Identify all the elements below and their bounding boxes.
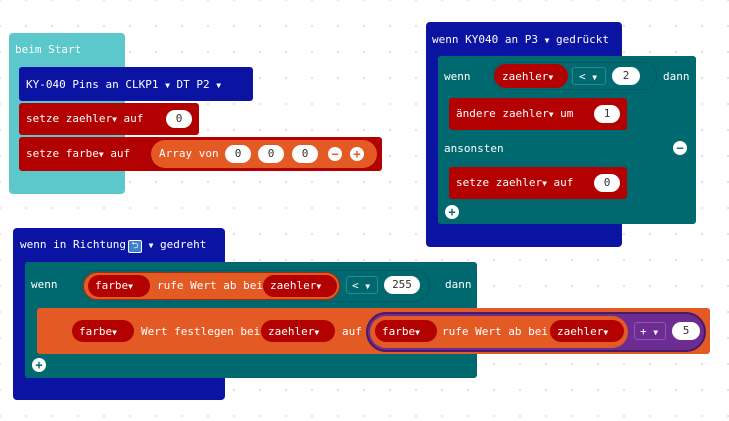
set-else-value[interactable]: 0 xyxy=(594,174,620,192)
array-remove-icon[interactable]: − xyxy=(328,147,342,161)
on-start-title: beim Start xyxy=(15,43,82,56)
direction-title-text: wenn in Richtung xyxy=(20,238,126,251)
add-else-icon[interactable]: + xyxy=(32,358,46,372)
inner-zaehler-dropdown-icon[interactable]: ▼ xyxy=(603,328,609,337)
array-value-3[interactable]: 0 xyxy=(292,145,318,163)
if-label: wenn xyxy=(444,70,471,83)
auf-label-2: auf xyxy=(342,325,362,338)
remove-else-icon[interactable]: − xyxy=(673,141,687,155)
inner-farbe-label: farbe▼ xyxy=(382,325,420,340)
direction-dropdown-icon[interactable]: ▼ xyxy=(148,241,154,250)
set-farbe-text: setze farbe xyxy=(26,147,99,160)
set-farbe-label: setze farbe▼ auf xyxy=(26,147,130,162)
add-branch-icon[interactable]: + xyxy=(445,205,459,219)
set-zaehler-label: setze zaehler▼ auf xyxy=(26,112,143,127)
pins-label-text: KY-040 Pins an CLKP1 xyxy=(26,78,159,91)
farbe-var[interactable] xyxy=(88,275,150,297)
farbe-var-dropdown-icon[interactable]: ▼ xyxy=(128,282,133,291)
zaehler-var[interactable] xyxy=(494,64,568,88)
if-label-2: wenn xyxy=(31,278,58,291)
farbe-var-label: farbe▼ xyxy=(95,279,133,294)
farbe-var-text: farbe xyxy=(95,279,129,292)
auf-label: auf xyxy=(123,112,144,125)
op-label: < ▼ xyxy=(579,70,597,85)
direction-title: wenn in Richtung⮌ ▼ gedreht xyxy=(20,238,206,253)
op-dropdown[interactable] xyxy=(572,67,606,85)
var-dropdown-icon[interactable]: ▼ xyxy=(548,73,554,82)
um-label: um xyxy=(560,107,574,120)
plus-value[interactable]: 5 xyxy=(672,322,700,340)
set-zaehler-text: setze zaehler xyxy=(26,112,113,125)
zaehler-var-2-text: zaehler xyxy=(270,279,317,292)
inner-zaehler-text: zaehler xyxy=(557,325,604,338)
array-label: Array von xyxy=(159,147,219,160)
compare-value[interactable]: 2 xyxy=(612,67,640,85)
dt-label: DT xyxy=(176,78,190,91)
change-text: ändere zaehler xyxy=(456,107,549,120)
inner-farbe-text: farbe xyxy=(382,325,416,338)
op-dropdown-2[interactable] xyxy=(346,276,378,294)
gedreht-label: gedreht xyxy=(160,238,207,251)
zaehler-var-text: zaehler xyxy=(502,70,549,83)
festlegen-label: Wert festlegen bei xyxy=(141,325,261,338)
zaehler-var-2-dropdown-icon[interactable]: ▼ xyxy=(316,282,322,291)
direction-arrow-icon[interactable]: ⮌ xyxy=(127,240,142,253)
op-2-label: < ▼ xyxy=(352,279,370,294)
set-farbe-var-label: farbe▼ xyxy=(79,325,117,340)
zaehler-var-label: zaehler▼ xyxy=(502,70,553,85)
auf-label: auf xyxy=(110,147,131,160)
change-dropdown-icon[interactable]: ▼ xyxy=(548,110,554,119)
dann-label-2: dann xyxy=(445,278,472,291)
pressed-title-text: wenn KY040 an P3 xyxy=(432,33,538,46)
dann-label: dann xyxy=(663,70,690,83)
op-2-dropdown-icon[interactable]: ▼ xyxy=(365,282,371,291)
farbe-dropdown-icon[interactable]: ▼ xyxy=(98,150,104,159)
dt-pin-value[interactable]: P2 xyxy=(196,78,210,91)
array-value-2[interactable]: 0 xyxy=(258,145,284,163)
set-else-text: setze zaehler xyxy=(456,176,543,189)
pin-dropdown-icon[interactable]: ▼ xyxy=(544,36,550,45)
compare-value-2[interactable]: 255 xyxy=(384,276,420,294)
zaehler-dropdown-icon[interactable]: ▼ xyxy=(112,115,117,124)
rufe-label: rufe Wert ab bei xyxy=(157,279,263,292)
else-label: ansonsten xyxy=(444,142,504,155)
op-dropdown-icon[interactable]: ▼ xyxy=(592,73,598,82)
zaehler-var-3-dropdown-icon[interactable]: ▼ xyxy=(314,328,320,337)
change-label: ändere zaehler▼ um xyxy=(456,107,573,122)
ky040-pins-block[interactable] xyxy=(19,67,253,101)
inner-farbe-var[interactable] xyxy=(375,320,437,342)
plus-op-dropdown-icon[interactable]: ▼ xyxy=(653,328,659,337)
pressed-label: gedrückt xyxy=(556,33,610,46)
inner-zaehler-label: zaehler▼ xyxy=(557,325,608,340)
set-farbe-var-dropdown-icon[interactable]: ▼ xyxy=(112,328,117,337)
change-value[interactable]: 1 xyxy=(594,105,620,123)
auf-label: auf xyxy=(553,176,574,189)
zaehler-var-2-label: zaehler▼ xyxy=(270,279,321,294)
clk-dropdown-icon[interactable]: ▼ xyxy=(165,81,170,90)
zaehler-var-2[interactable] xyxy=(263,275,337,297)
set-farbe-var-text: farbe xyxy=(79,325,113,338)
inner-zaehler-var[interactable] xyxy=(550,320,624,342)
set-zaehler-else-label: setze zaehler▼ auf xyxy=(456,176,573,191)
plus-op-text: + xyxy=(640,325,647,338)
zaehler-var-3-text: zaehler xyxy=(268,325,315,338)
inner-rufe-label: rufe Wert ab bei xyxy=(442,325,548,338)
set-else-dropdown-icon[interactable]: ▼ xyxy=(542,179,547,188)
array-add-icon[interactable]: + xyxy=(350,147,364,161)
plus-op-dropdown[interactable] xyxy=(634,322,666,340)
zaehler-var-3-label: zaehler▼ xyxy=(268,325,319,340)
array-value-1[interactable]: 0 xyxy=(225,145,251,163)
set-farbe-var[interactable] xyxy=(72,320,134,342)
zaehler-var-3[interactable] xyxy=(261,320,335,342)
dt-dropdown-icon[interactable]: ▼ xyxy=(216,81,222,90)
ky040-pins-label: KY-040 Pins an CLKP1 ▼ DT P2 ▼ xyxy=(26,78,221,93)
inner-farbe-dropdown-icon[interactable]: ▼ xyxy=(415,328,420,337)
set-zaehler-value[interactable]: 0 xyxy=(166,110,192,128)
pressed-title: wenn KY040 an P3 ▼ gedrückt xyxy=(432,33,609,48)
op-text: < xyxy=(579,70,586,83)
op-2-text: < xyxy=(352,279,359,292)
plus-op-label: + ▼ xyxy=(640,325,658,340)
